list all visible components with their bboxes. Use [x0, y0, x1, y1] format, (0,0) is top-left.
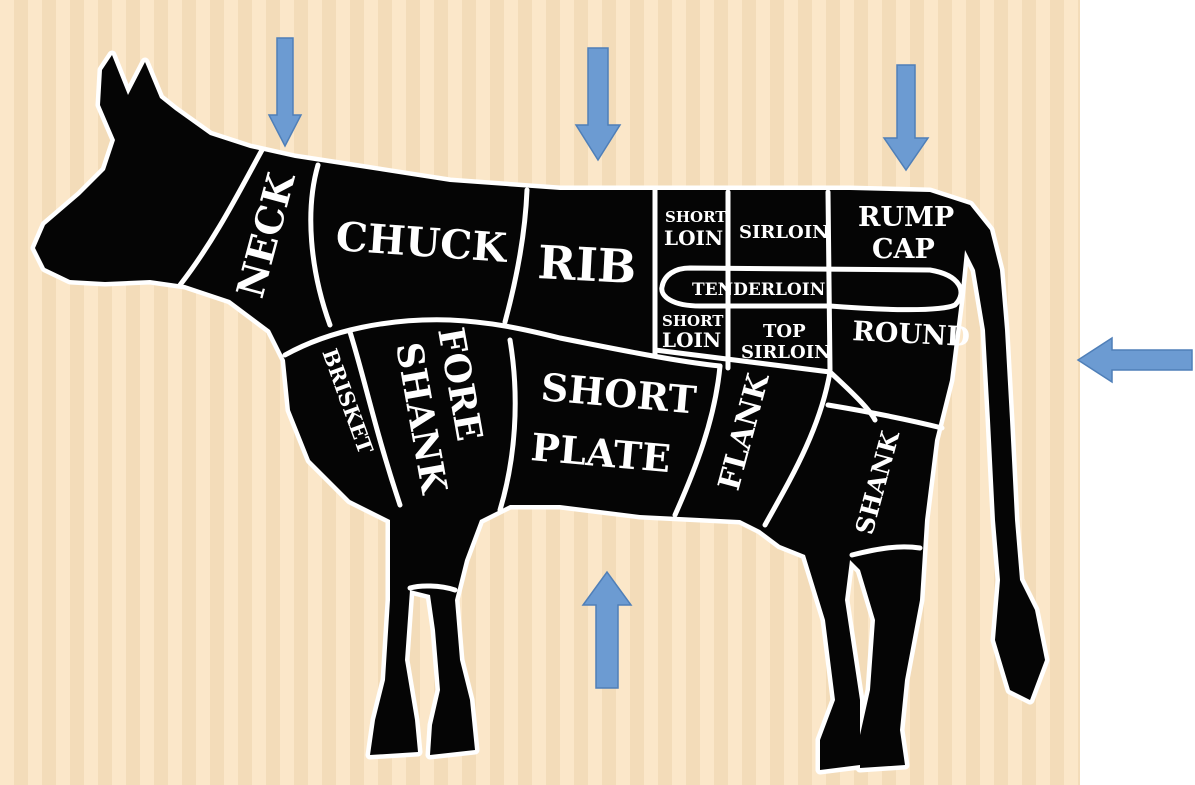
label-sirloin: SIRLOIN	[739, 222, 829, 243]
up-arrow-icon	[581, 570, 633, 689]
cow-silhouette	[30, 50, 1050, 775]
label-short-loin-lower-1: SHORT	[662, 312, 724, 330]
down-arrow-icon	[267, 37, 303, 148]
label-tenderloin: TENDERLOIN	[692, 280, 825, 300]
label-rump-cap-2: CAP	[872, 234, 935, 265]
label-short-loin-lower-2: LOIN	[662, 328, 721, 352]
left-arrow-icon	[1076, 336, 1193, 384]
label-round: ROUND	[852, 316, 971, 353]
label-short-loin-upper-2: LOIN	[664, 226, 723, 250]
arrows	[267, 37, 1193, 689]
label-short-loin-upper-1: SHORT	[665, 208, 727, 226]
cut-division-lines	[177, 147, 964, 593]
label-top-sirloin-2: SIRLOIN	[741, 342, 831, 363]
label-rib: RIB	[536, 235, 637, 294]
down-arrow-icon	[882, 64, 930, 172]
label-top-sirloin-1: TOP	[763, 321, 806, 342]
label-rump-cap-1: RUMP	[858, 202, 954, 233]
down-arrow-icon	[574, 47, 622, 162]
